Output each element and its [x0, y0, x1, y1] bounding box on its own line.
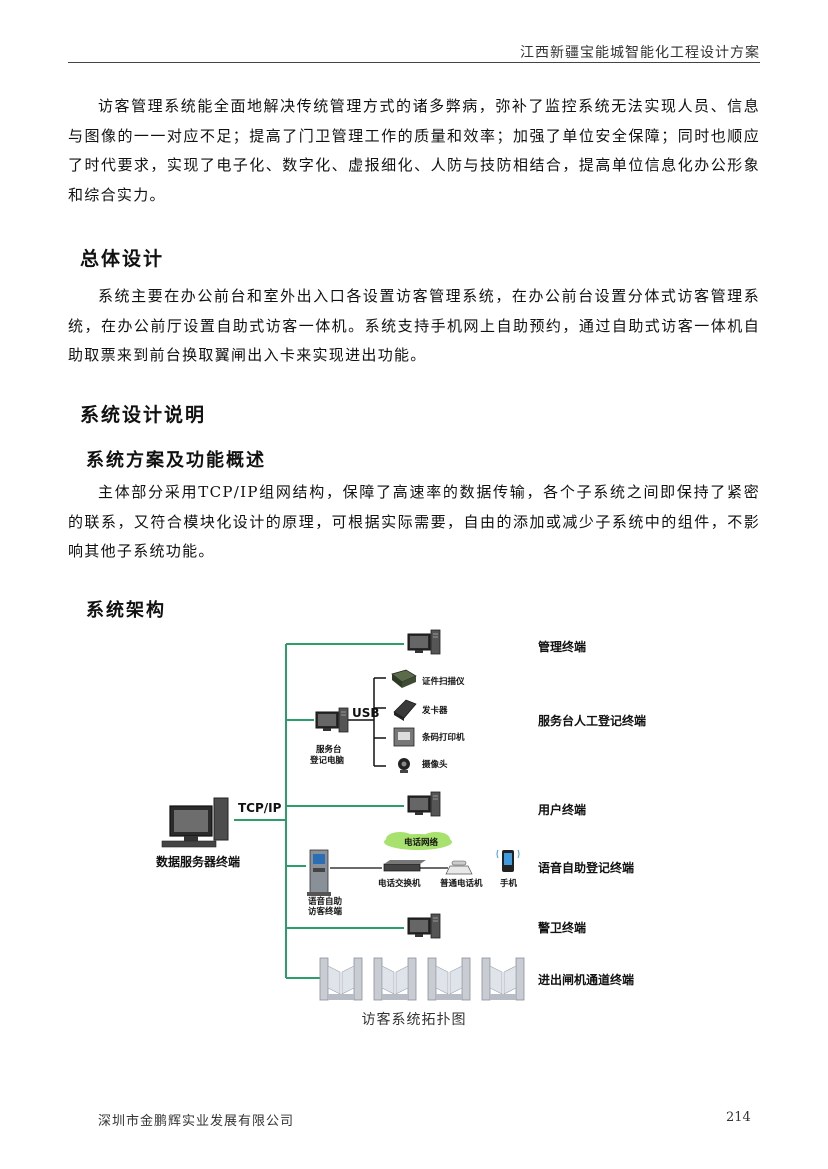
telephone-icon [445, 860, 473, 875]
service-pc-label-line1: 服务台 [316, 744, 342, 755]
usb-label: USB [352, 706, 380, 720]
gate-icon-2 [373, 957, 417, 1001]
card-issuer-icon [393, 699, 417, 721]
data-server-icon [161, 797, 229, 848]
mobile-label: 手机 [500, 878, 518, 889]
intro-paragraph: 访客管理系统能全面地解决传统管理方式的诸多弊病，弥补了监控系统无法实现人员、信息… [68, 97, 760, 204]
camera-icon [398, 758, 410, 773]
usb-device-label-scanner: 证件扫描仪 [422, 676, 465, 687]
footer-company: 深圳市金鹏辉实业发展有限公司 [98, 1114, 295, 1129]
gate-icon-1 [319, 957, 363, 1001]
exchange-label: 电话交换机 [378, 878, 421, 889]
phone-network-cloud-icon [384, 832, 452, 850]
overall-design-paragraph: 系统主要在办公前台和室外出入口各设置访客管理系统，在办公前台设置分体式访客管理系… [68, 287, 760, 364]
terminal-label-voice-self-service: 语音自助登记终端 [538, 860, 634, 875]
id-scanner-icon [391, 669, 417, 688]
tcpip-label: TCP/IP [238, 801, 282, 815]
solution-overview-paragraph: 主体部分采用TCP/IP组网结构，保障了高速率的数据传输，各个子系统之间即保持了… [68, 483, 760, 560]
gate-icon-4 [481, 957, 525, 1001]
phone-exchange-icon [383, 860, 426, 872]
terminal-label-gate-channel: 进出闸机通道终端 [538, 972, 634, 987]
voice-kiosk-icon [307, 849, 331, 896]
terminal-label-service-desk: 服务台人工登记终端 [538, 713, 646, 728]
service-pc-label-line2: 登记电脑 [309, 755, 345, 766]
heading-solution-overview: 系统方案及功能概述 [86, 450, 266, 471]
page-header-title: 江西新疆宝能城智能化工程设计方案 [520, 45, 760, 61]
usb-device-label-camera: 摄像头 [422, 759, 448, 770]
heading-overall-design: 总体设计 [80, 248, 165, 270]
guard-terminal-computer-icon [407, 913, 441, 939]
usb-device-label-card-issuer: 发卡器 [421, 705, 448, 716]
phone-network-label: 电话网络 [404, 837, 439, 848]
telephone-label: 普通电话机 [440, 878, 483, 889]
voice-kiosk-label-line1: 语音自助 [308, 896, 343, 907]
diagram-caption: 访客系统拓扑图 [361, 1012, 467, 1028]
terminal-label-user: 用户终端 [537, 802, 586, 817]
usb-device-label-printer: 条码打印机 [422, 732, 465, 743]
barcode-printer-icon [393, 727, 415, 747]
server-label: 数据服务器终端 [156, 854, 240, 869]
heading-system-design: 系统设计说明 [80, 404, 207, 426]
user-terminal-computer-icon [407, 791, 441, 817]
voice-kiosk-label-line2: 访客终端 [308, 906, 343, 917]
mobile-phone-icon [496, 849, 520, 872]
header-rule [68, 62, 760, 63]
terminal-label-guard: 警卫终端 [537, 920, 586, 935]
heading-architecture: 系统架构 [86, 600, 166, 621]
terminal-label-management: 管理终端 [538, 639, 586, 654]
management-terminal-computer-icon [407, 629, 441, 655]
gate-icon-3 [427, 957, 471, 1001]
visitor-system-topology-diagram: 数据服务器终端 TCP/IP USB 服务台 登记电脑 证件扫描仪 发卡器 条码… [150, 628, 680, 1008]
footer-page-number: 214 [726, 1110, 751, 1125]
service-pc-icon [315, 707, 349, 733]
